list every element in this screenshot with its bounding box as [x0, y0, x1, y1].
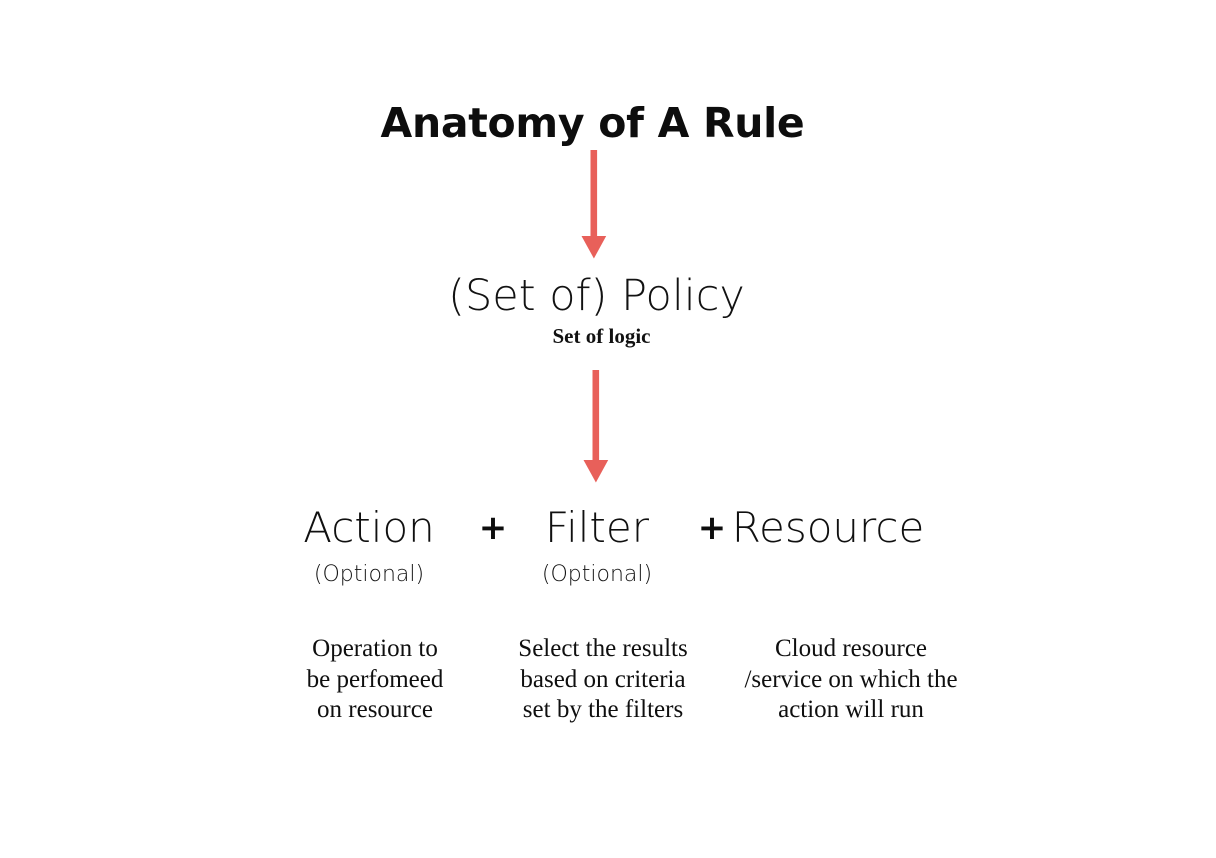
- description-filter: Select the results based on criteria set…: [493, 634, 713, 726]
- policy-sublabel: Set of logic: [552, 324, 651, 348]
- description-resource: Cloud resource /service on which the act…: [716, 634, 986, 726]
- description-action-line-1: Operation to: [312, 635, 438, 662]
- components-row: Action + Filter + Resource: [0, 500, 1216, 560]
- description-resource-line-3: action will run: [778, 696, 924, 723]
- arrow-title-to-policy: [570, 150, 622, 262]
- description-filter-line-1: Select the results: [518, 635, 688, 662]
- component-term-resource: Resource: [731, 503, 925, 552]
- description-resource-line-2: /service on which the: [744, 665, 958, 693]
- component-term-action: Action: [303, 503, 435, 552]
- description-filter-line-3: set by the filters: [522, 696, 684, 723]
- policy-label: (Set of) Policy: [448, 271, 745, 321]
- page-title: Anatomy of A Rule: [380, 99, 805, 147]
- description-filter-line-2: based on criteria: [520, 665, 686, 693]
- plus-operator-1: +: [478, 508, 508, 548]
- component-term-filter: Filter: [544, 503, 649, 552]
- plus-operator-2: +: [697, 508, 727, 548]
- description-action-line-3: on resource: [317, 696, 433, 723]
- description-action-line-2: be perfomeed: [306, 665, 444, 693]
- description-action: Operation to be perfomeed on resource: [255, 634, 495, 726]
- description-resource-line-1: Cloud resource: [774, 635, 928, 662]
- optional-label-filter: (Optional): [541, 562, 653, 587]
- arrow-policy-to-components: [574, 370, 626, 488]
- optional-label-action: (Optional): [313, 562, 425, 587]
